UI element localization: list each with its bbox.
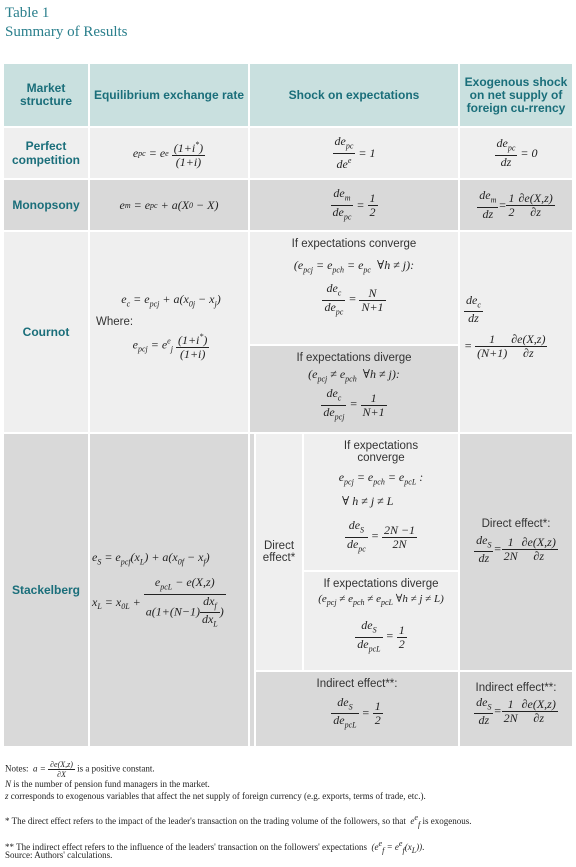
divider bbox=[4, 230, 572, 232]
header-shock-expectations: Shock on expectations bbox=[250, 64, 458, 126]
note-direct: * The direct effect refers to the impact… bbox=[5, 816, 406, 826]
row-label-stackelberg: Stackelberg bbox=[11, 583, 81, 597]
row-monopsony-bg bbox=[4, 180, 572, 230]
note-line-1: Notes: a = ∂e(X,z)∂X is a positive const… bbox=[5, 760, 155, 779]
divider bbox=[248, 64, 250, 746]
stack-converge-label-2: converge bbox=[357, 452, 405, 464]
divider bbox=[250, 344, 458, 346]
exo-indirect-label: Indirect effect**: bbox=[475, 682, 557, 694]
divider bbox=[4, 126, 572, 128]
stackelberg-converge: If expectations converge epcj = epch = e… bbox=[304, 434, 458, 570]
notes-constant: is a positive constant. bbox=[77, 763, 155, 774]
divider bbox=[304, 570, 458, 572]
note-line-4: * The direct effect refers to the impact… bbox=[5, 813, 472, 829]
header-market-structure: Market structure bbox=[4, 64, 88, 126]
cournot-converge-label: If expectations converge bbox=[291, 238, 417, 250]
header-exogenous-shock: Exogenous shock on net supply of foreign… bbox=[460, 64, 572, 126]
note-direct-suffix: is exogenous. bbox=[422, 816, 472, 826]
note-line-3: z corresponds to exogenous variables tha… bbox=[5, 791, 426, 801]
row-label-monopsony: Monopsony bbox=[12, 198, 80, 212]
table-caption: Table 1 Summary of Results bbox=[5, 4, 128, 42]
divider bbox=[88, 64, 90, 746]
table-title: Summary of Results bbox=[5, 24, 128, 40]
note-line-2: N is the number of pension fund managers… bbox=[5, 779, 210, 789]
cournot-diverge-label: If expectations diverge bbox=[296, 352, 412, 364]
divider bbox=[256, 670, 572, 672]
header-equilibrium-rate: Equilibrium exchange rate bbox=[90, 64, 248, 126]
eq-cournot: ec = epcj + a(x0j − xj) Where: epcj = ee… bbox=[96, 292, 246, 402]
row-label-perfect: Perfect competition bbox=[12, 139, 80, 167]
row-label-cournot: Cournot bbox=[22, 325, 70, 339]
note-n: is the number of pension fund managers i… bbox=[13, 779, 210, 789]
stack-converge-label-1: If expectations bbox=[343, 440, 419, 452]
exo-direct-label: Direct effect*: bbox=[481, 518, 551, 530]
divider bbox=[254, 434, 256, 746]
divider bbox=[302, 434, 304, 670]
where-label: Where: bbox=[96, 316, 134, 329]
table-number: Table 1 bbox=[5, 5, 50, 21]
stack-diverge-label: If expectations diverge bbox=[323, 578, 439, 590]
divider bbox=[4, 178, 572, 180]
cournot-converge: If expectations converge (epcj = epch = … bbox=[250, 232, 458, 344]
eq-stackelberg: eS = epcf(xL) + a(x0f − xf) xL = x0L + e… bbox=[92, 550, 226, 629]
note-z: corresponds to exogenous variables that … bbox=[10, 791, 426, 801]
source-line: Source: Authors' calculations. bbox=[5, 850, 113, 860]
stackelberg-direct-label-cell: Direct effect* bbox=[256, 434, 302, 670]
divider bbox=[4, 432, 572, 434]
direct-effect-label: Direct effect* bbox=[262, 540, 296, 564]
cournot-diverge: If expectations diverge (epcj ≠ epch ∀h … bbox=[250, 346, 458, 432]
note-line-5: ** The indirect effect refers to the inf… bbox=[5, 839, 425, 855]
row-perfect-bg bbox=[4, 128, 572, 178]
divider bbox=[458, 64, 460, 746]
notes-prefix: Notes: bbox=[5, 763, 29, 774]
indirect-effect-label: Indirect effect**: bbox=[316, 678, 398, 690]
note-indirect: ** The indirect effect refers to the inf… bbox=[5, 842, 368, 852]
stackelberg-diverge: If expectations diverge (epcj ≠ epch ≠ e… bbox=[304, 572, 458, 670]
